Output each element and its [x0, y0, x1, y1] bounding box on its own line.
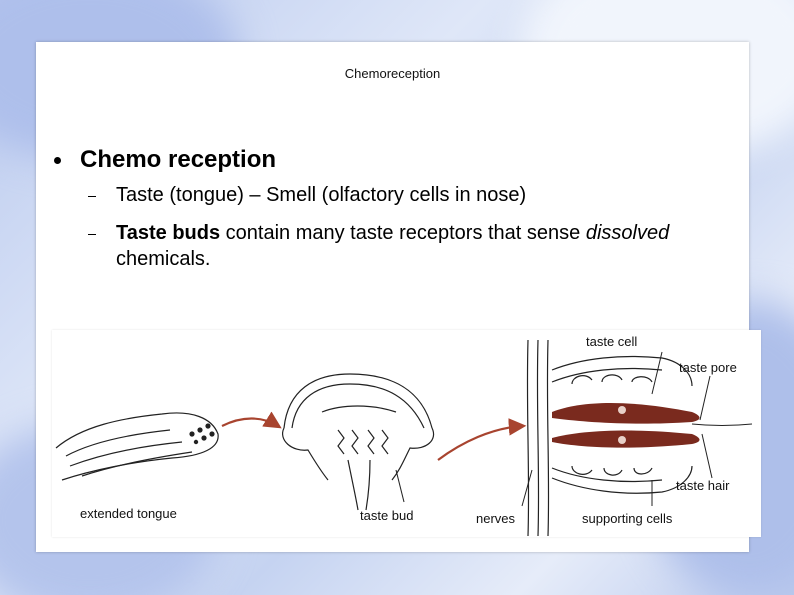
taste-bud-diagram: extended tongue taste bud nerves support… [52, 330, 761, 537]
taste-cells-drawing [552, 403, 753, 448]
taste-bud-detail-drawing [526, 339, 693, 537]
label-taste-pore: taste pore [679, 360, 737, 375]
sub-item-bold: Taste buds [116, 222, 221, 244]
label-taste-hair: taste hair [676, 478, 730, 493]
arrow-2 [437, 418, 527, 461]
sub-item-italic: dissolved [585, 222, 670, 244]
sub-item-tail: chemicals. [116, 248, 211, 270]
papilla-drawing [282, 373, 435, 511]
sub-item: Taste buds contain many taste receptors … [88, 220, 688, 272]
dash-icon [88, 196, 96, 197]
label-pointers [521, 351, 713, 507]
label-supporting-cells: supporting cells [582, 511, 673, 526]
header-title: Chemoreception [344, 66, 441, 81]
sub-item-body: contain many taste receptors that sense [220, 222, 586, 244]
sub-item-text: Taste buds contain many taste receptors … [116, 220, 688, 272]
label-nerves: nerves [476, 511, 516, 526]
sub-item: Taste (tongue) – Smell (olfactory cells … [88, 182, 526, 208]
bullet-text: Chemo reception [80, 146, 277, 173]
bullet-item: Chemo reception [54, 146, 276, 174]
label-taste-cell: taste cell [586, 334, 637, 349]
diagram-svg: extended tongue taste bud nerves support… [55, 334, 753, 537]
dash-icon [88, 234, 96, 235]
sub-item-text: Taste (tongue) – Smell (olfactory cells … [116, 184, 527, 206]
bullet-dot-icon [54, 156, 61, 164]
slide: Chemoreception Chemo reception Taste (to… [36, 42, 761, 552]
arrow-1 [221, 411, 282, 429]
taste-bud-pointer [395, 469, 405, 503]
label-taste-bud: taste bud [360, 508, 414, 523]
tongue-drawing [55, 412, 219, 481]
label-extended-tongue: extended tongue [80, 506, 177, 521]
